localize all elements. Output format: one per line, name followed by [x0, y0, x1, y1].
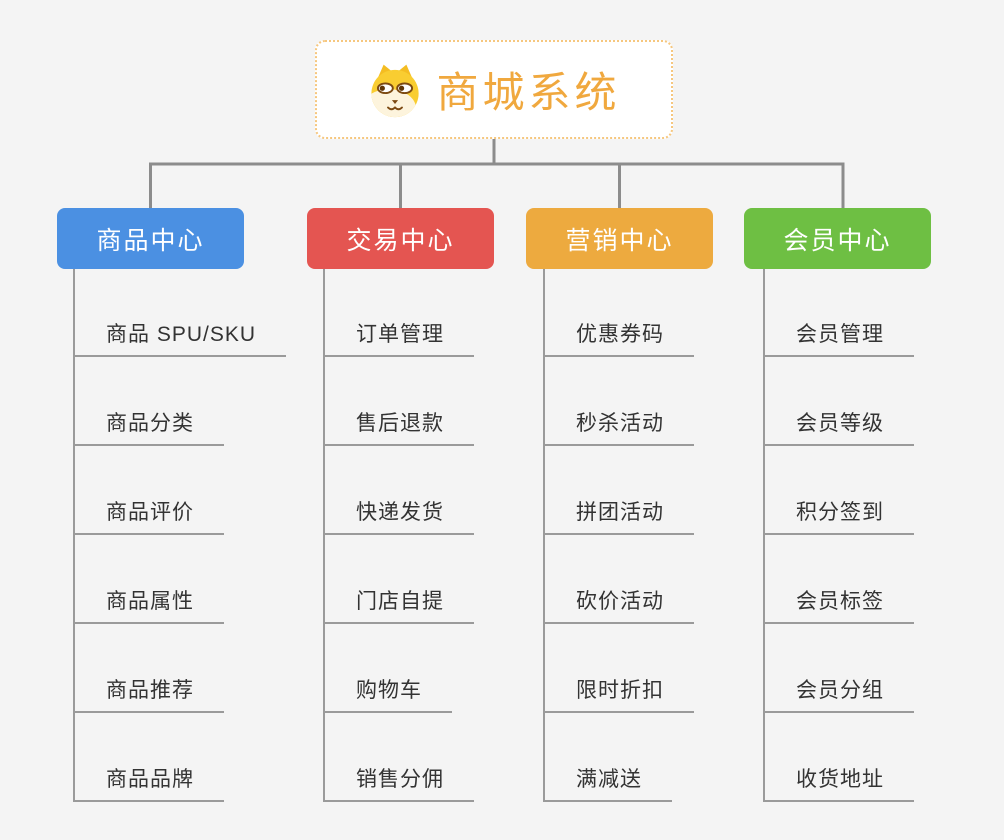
child-node[interactable]: 收货地址	[763, 767, 914, 802]
branch-label: 商品中心	[96, 226, 205, 255]
child-node[interactable]: 商品 SPU/SKU	[73, 322, 287, 357]
child-node[interactable]: 门店自提	[323, 589, 474, 624]
child-node[interactable]: 销售分佣	[323, 767, 474, 802]
child-node[interactable]: 商品分类	[73, 411, 224, 446]
child-node[interactable]: 订单管理	[323, 322, 474, 357]
child-node[interactable]: 积分签到	[763, 500, 914, 535]
branch-label: 营销中心	[565, 226, 674, 255]
child-node[interactable]: 商品属性	[73, 589, 224, 624]
child-node[interactable]: 商品评价	[73, 500, 224, 535]
child-node[interactable]: 秒杀活动	[543, 411, 694, 446]
branch-children-trade-center: 订单管理 售后退款 快递发货 门店自提 购物车 销售分佣	[323, 269, 573, 809]
branch-children-member-center: 会员管理 会员等级 积分签到 会员标签 会员分组 收货地址	[763, 269, 1004, 809]
branch-children-product-center: 商品 SPU/SKU 商品分类 商品评价 商品属性 商品推荐 商品品牌	[73, 269, 323, 809]
root-title: 商城系统	[436, 69, 621, 116]
child-node[interactable]: 售后退款	[323, 411, 474, 446]
child-node[interactable]: 会员管理	[763, 322, 914, 357]
branch-label: 会员中心	[783, 226, 892, 255]
branch-node-product-center[interactable]: 商品中心	[57, 208, 244, 269]
branch-node-marketing-center[interactable]: 营销中心	[526, 208, 713, 269]
child-node[interactable]: 限时折扣	[543, 678, 694, 713]
child-node[interactable]: 商品品牌	[73, 767, 224, 802]
branch-node-member-center[interactable]: 会员中心	[744, 208, 931, 269]
child-node[interactable]: 会员等级	[763, 411, 914, 446]
child-node[interactable]: 砍价活动	[543, 589, 694, 624]
dog-mascot-icon	[371, 64, 420, 117]
child-node[interactable]: 满减送	[543, 767, 672, 802]
child-node[interactable]: 购物车	[323, 678, 452, 713]
branch-node-trade-center[interactable]: 交易中心	[307, 208, 494, 269]
child-node[interactable]: 优惠券码	[543, 322, 694, 357]
child-node[interactable]: 会员分组	[763, 678, 914, 713]
branch-children-marketing-center: 优惠券码 秒杀活动 拼团活动 砍价活动 限时折扣 满减送	[543, 269, 793, 809]
root-node[interactable]: 商城系统	[315, 40, 673, 139]
child-node[interactable]: 会员标签	[763, 589, 914, 624]
child-node[interactable]: 商品推荐	[73, 678, 224, 713]
child-node[interactable]: 快递发货	[323, 500, 474, 535]
branch-label: 交易中心	[346, 226, 455, 255]
child-node[interactable]: 拼团活动	[543, 500, 694, 535]
